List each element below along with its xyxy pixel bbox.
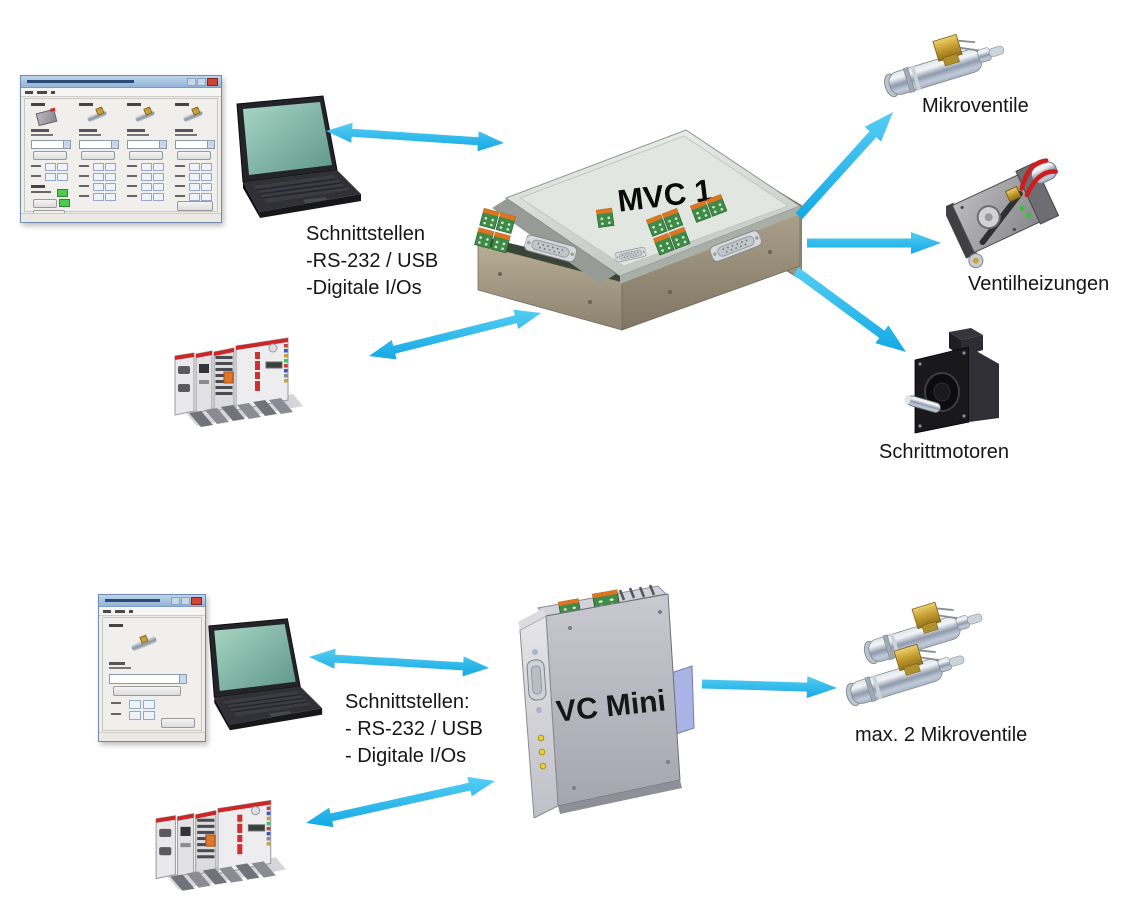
top-interfaces-line1: Schnittstellen <box>306 223 425 245</box>
bottom-interfaces-line1: Schnittstellen: <box>345 691 470 713</box>
label-ventilheizungen: Ventilheizungen <box>968 273 1110 295</box>
stepper-motor-icon <box>904 328 999 434</box>
arrow-mvc1-mikroventile <box>795 112 893 220</box>
top-interfaces-line3: -Digitale I/Os <box>306 277 422 299</box>
mvc1-controller-image: MVC 1 <box>470 129 802 331</box>
label-schrittmotoren: Schrittmotoren <box>879 441 1010 463</box>
arrow-plc-vcmini <box>306 776 495 828</box>
plc-modules-icon <box>167 314 307 434</box>
arrow-mvc1-ventilheizungen <box>807 232 941 254</box>
label-max-2-mikroventile: max. 2 Mikroventile <box>855 724 1028 746</box>
top-interfaces-text: Schnittstellen -RS-232 / USB -Digitale I… <box>306 221 438 302</box>
bottom-interfaces-text: Schnittstellen: - RS-232 / USB - Digital… <box>345 689 483 770</box>
arrow-laptop-vcmini <box>309 648 489 677</box>
bottom-interfaces-line3: - Digitale I/Os <box>345 745 467 767</box>
microvalves-pair-icon <box>834 594 984 719</box>
laptop-icon <box>196 616 324 732</box>
valve-heater-icon <box>946 158 1060 269</box>
vcmini-software-window-image <box>98 594 206 742</box>
bottom-interfaces-line2: - RS-232 / USB <box>345 718 483 740</box>
arrow-vcmini-mikroventile <box>701 676 837 699</box>
top-interfaces-line2: -RS-232 / USB <box>306 250 439 272</box>
laptop-icon <box>223 94 363 219</box>
plc-modules-icon <box>148 776 290 898</box>
arrow-mvc1-schrittmotoren <box>793 267 906 352</box>
label-mikroventile: Mikroventile <box>922 95 1029 117</box>
mvc1-software-window-image <box>20 75 222 223</box>
vcmini-controller-image: VC Mini <box>518 584 695 818</box>
